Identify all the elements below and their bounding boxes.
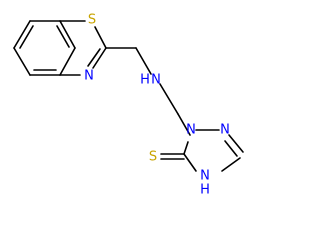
atom-triazole-h4: H — [200, 183, 210, 198]
atom-triazole-n4: N — [200, 169, 210, 184]
bond — [13, 20, 31, 49]
atom-thione-sulfur: S — [149, 150, 157, 165]
bond — [87, 48, 101, 67]
bond — [228, 134, 244, 153]
atom-amine-nitrogen: N — [151, 73, 161, 88]
bond — [183, 153, 197, 172]
bond — [19, 25, 34, 49]
bond — [94, 26, 107, 49]
bond — [59, 47, 76, 76]
bond — [56, 25, 70, 48]
bond — [183, 141, 189, 155]
atom-triazole-n2: N — [220, 123, 230, 138]
bond — [224, 140, 238, 157]
bond — [59, 20, 76, 49]
bond — [221, 157, 241, 172]
bond — [135, 47, 152, 75]
bond — [159, 83, 179, 115]
bond — [92, 47, 107, 69]
bond — [177, 113, 191, 136]
atom-nitrogen-thiazole: N — [84, 69, 94, 84]
atom-amine-hydrogen: H — [140, 73, 150, 88]
atom-sulfur-thiazole: S — [88, 13, 96, 28]
atom-triazole-n1: N — [186, 123, 196, 138]
atom-labels: S N N H N N N H S — [84, 13, 230, 198]
bond — [13, 47, 31, 76]
structure-diagram: S N N H N N N H S — [13, 13, 244, 198]
bonds — [13, 20, 244, 172]
